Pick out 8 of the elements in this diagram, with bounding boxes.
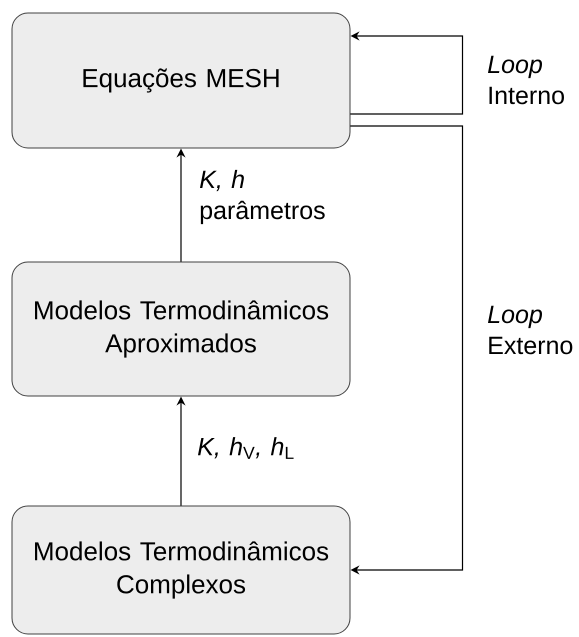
process-box: Equações MESH [12,12,350,148]
arrow [350,125,464,575]
edge-label: K, h parâmetros [200,170,325,224]
edge-label: K, h$_{V}$, h$_{L}$ [198,437,294,459]
edge-label: Loop Interno [488,56,564,104]
process-box: Modelos Termodinâmicos Aproximados [12,262,350,396]
process-box: Modelos Termodinâmicos Complexos [12,506,350,634]
edge-label: Loop Externo [488,306,572,354]
